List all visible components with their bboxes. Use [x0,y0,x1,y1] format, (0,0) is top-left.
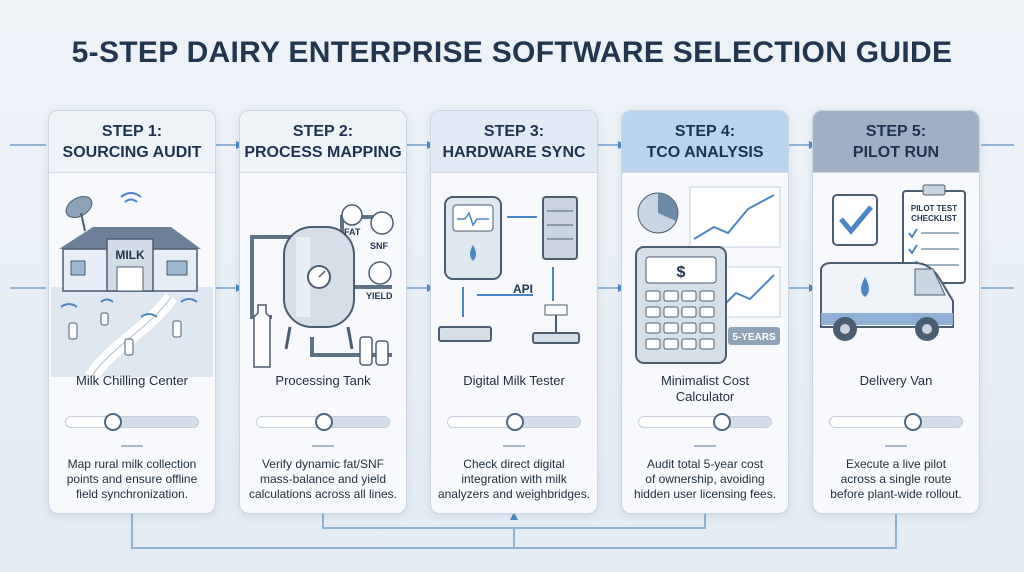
divider [312,445,334,447]
step-name: TCO ANALYSIS [646,144,764,161]
checklist-title-2: CHECKLIST [911,214,957,223]
step-card-5: STEP 5: PILOT RUN PILOT TEST CHECKLIST D… [812,110,980,514]
step-card-3: STEP 3: HARDWARE SYNC API Digital Milk T… [430,110,598,514]
api-label: API [513,282,533,296]
divider [503,445,525,447]
slider-knob[interactable] [713,413,732,431]
dollar-symbol: $ [677,264,686,281]
slider-fill [448,417,515,427]
step-name: PILOT RUN [852,144,940,161]
slider-knob[interactable] [506,413,524,431]
slider-knob[interactable] [103,413,122,431]
progress-slider[interactable] [829,413,963,431]
step-description: Verify dynamic fat/SNF mass-balance and … [248,457,398,501]
step-description: Execute a live pilot across a single rou… [830,457,962,501]
slider-fill [257,417,324,427]
progress-slider[interactable] [447,413,581,431]
step-number: STEP 3: [483,123,545,140]
digital-milk-tester-illustration: API [438,196,580,344]
step-header-4: STEP 4: TCO ANALYSIS [622,111,788,173]
step-number: STEP 5: [865,123,927,140]
step-description: Check direct digital integration with mi… [437,457,591,501]
connector-bottom-loop [131,514,897,549]
step-header-1: STEP 1: SOURCING AUDIT [49,111,215,173]
divider [121,445,143,447]
illustration-label: Delivery Van [859,373,933,388]
gauge-label-fat: FAT [344,227,361,237]
checklist-title-1: PILOT TEST [911,204,957,213]
slider-fill [830,417,914,427]
step-card-1: STEP 1: SOURCING AUDIT MILK Milk Chil [48,110,216,514]
step-name: SOURCING AUDIT [62,144,202,161]
processing-tank-illustration: FAT SNF YIELD [250,204,394,368]
step-number: STEP 1: [101,123,163,140]
illustration-label: Digital Milk Tester [463,373,565,388]
cost-calculator-illustration: $ 5-YEARS [635,186,781,364]
delivery-van-illustration: PILOT TEST CHECKLIST [820,184,966,341]
step-number: STEP 2: [292,123,354,140]
divider [694,445,716,447]
building-sign-text: MILK [115,248,145,262]
step-header-3: STEP 3: HARDWARE SYNC [431,111,597,173]
step-card-2: STEP 2: PROCESS MAPPING FAT SNF YIELD [239,110,407,514]
illustration-label: Processing Tank [275,373,371,388]
gauge-label-snf: SNF [370,241,389,251]
illustration-label: Milk Chilling Center [76,373,188,388]
slider-fill [639,417,723,427]
step-description: Audit total 5-year cost of ownership, av… [633,457,777,501]
progress-slider[interactable] [65,413,199,431]
years-badge: 5-YEARS [732,332,776,343]
progress-slider[interactable] [256,413,390,431]
step-name: HARDWARE SYNC [442,144,586,161]
step-description: Map rural milk collection points and ens… [66,457,198,501]
gauge-label-yield: YIELD [366,291,393,301]
step-card-4: STEP 4: TCO ANALYSIS $ 5-YEARS Minimalis… [621,110,789,514]
step-header-2: STEP 2: PROCESS MAPPING [240,111,406,173]
illustration-label: Minimalist Cost Calculator [660,373,750,404]
milk-chilling-center-illustration: MILK [51,192,213,377]
slider-knob[interactable] [315,413,333,431]
page-title: 5-STEP DAIRY ENTERPRISE SOFTWARE SELECTI… [71,36,953,69]
divider [885,445,907,447]
step-number: STEP 4: [674,123,736,140]
step-header-5: STEP 5: PILOT RUN [813,111,979,173]
progress-slider[interactable] [638,413,772,431]
slider-knob[interactable] [904,413,923,431]
slider-fill [66,417,113,427]
step-name: PROCESS MAPPING [244,144,402,161]
